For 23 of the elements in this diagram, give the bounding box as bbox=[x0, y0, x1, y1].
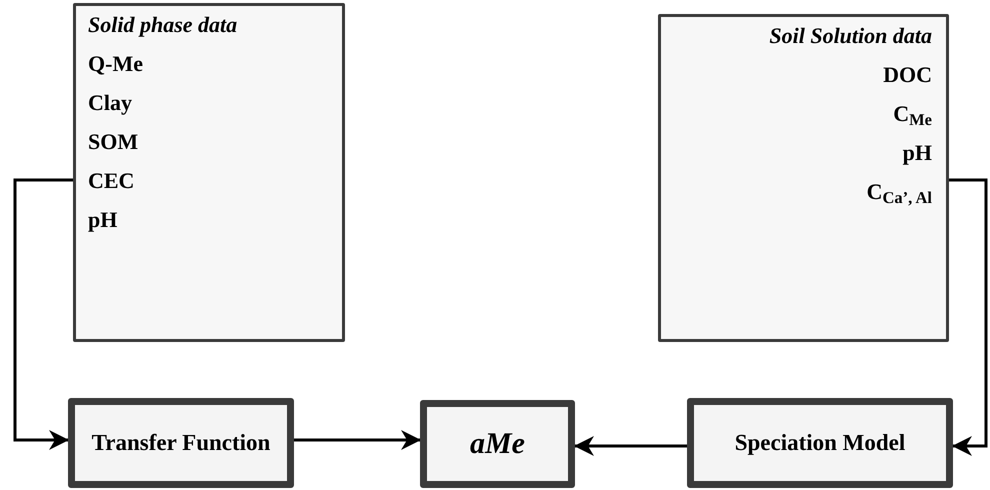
parameter-label: C$_{Me}$ bbox=[893, 101, 932, 127]
arrow bbox=[294, 430, 421, 450]
panel-heading: Solid phase data bbox=[88, 12, 238, 38]
data-panel bbox=[658, 14, 949, 342]
parameter-label: DOC bbox=[883, 62, 932, 88]
arrow bbox=[574, 436, 687, 456]
process-label: aMe bbox=[470, 430, 525, 458]
process-box bbox=[687, 398, 953, 488]
panel-heading: Soil Solution data bbox=[769, 23, 932, 49]
data-panel bbox=[73, 3, 345, 342]
parameter-label: C$_{Ca’, Al}$ bbox=[866, 179, 932, 205]
process-box bbox=[68, 398, 294, 488]
arrow bbox=[949, 178, 988, 456]
parameter-label: Q-Me bbox=[88, 51, 143, 77]
process-box bbox=[420, 400, 575, 488]
process-label: Transfer Function bbox=[90, 429, 272, 457]
parameter-label: SOM bbox=[88, 129, 138, 155]
parameter-label: CEC bbox=[88, 168, 134, 194]
parameter-label: pH bbox=[88, 207, 118, 233]
parameter-label: Clay bbox=[88, 90, 132, 116]
parameter-label: pH bbox=[902, 140, 932, 166]
process-label: Speciation Model bbox=[734, 429, 906, 457]
arrow bbox=[14, 178, 73, 450]
